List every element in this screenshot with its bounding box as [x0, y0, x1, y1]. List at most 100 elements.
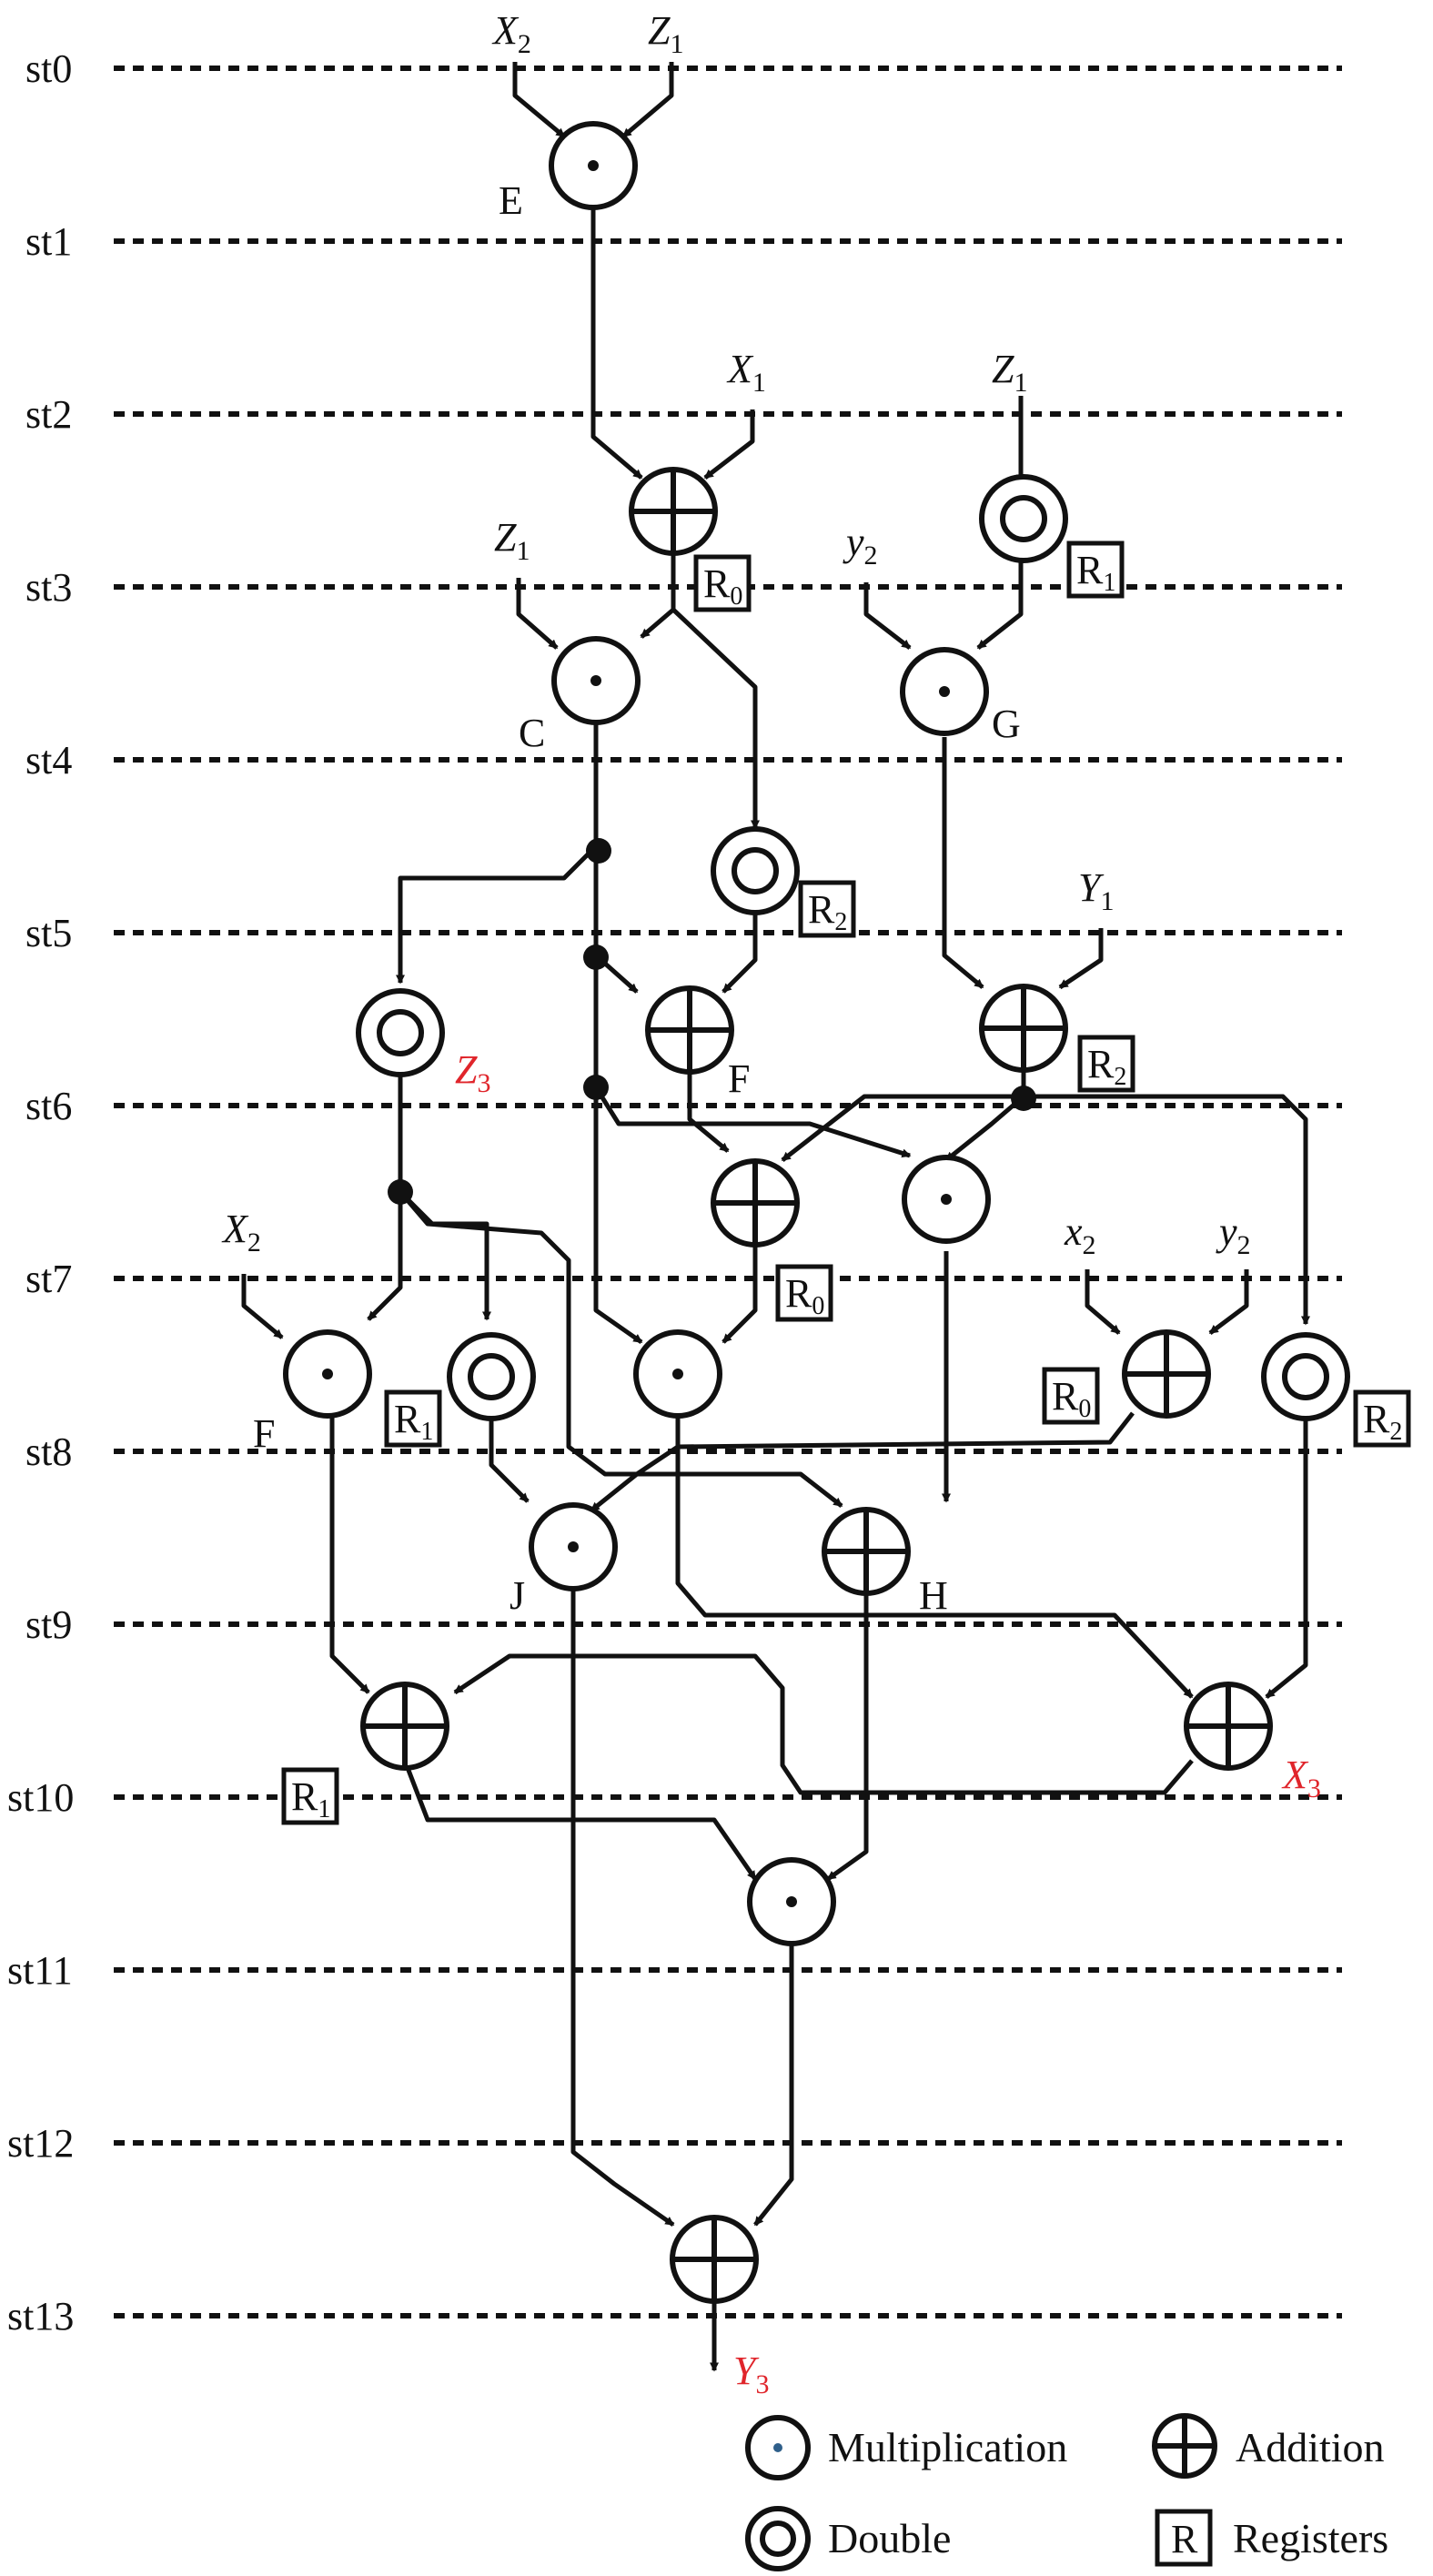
- node-label: G: [992, 702, 1021, 746]
- node-j: J: [510, 1502, 618, 1618]
- node-h: H: [822, 1507, 948, 1618]
- register-icon: [1155, 2509, 1213, 2567]
- legend: Multiplication Addition Double R Registe…: [745, 2413, 1388, 2571]
- node-label: F: [253, 1411, 275, 1456]
- step-label-st4: st4: [25, 738, 72, 783]
- wire: [722, 914, 758, 994]
- wire: [1058, 928, 1104, 990]
- legend-multiplication: Multiplication: [745, 2415, 1067, 2480]
- wire: [944, 1065, 1026, 1162]
- input-label-X2: X2: [221, 1207, 261, 1258]
- node-mul2: [902, 1155, 991, 1244]
- step-label-st0: st0: [25, 46, 72, 91]
- node-dbl2: R2: [711, 826, 856, 938]
- step-label-st8: st8: [25, 1429, 72, 1474]
- wire: [675, 1412, 1194, 1699]
- junction-dots: [388, 838, 1036, 1205]
- input-label-Z1: Z1: [494, 515, 530, 566]
- node-add1: R0: [629, 467, 752, 612]
- legend-registers: R Registers: [1155, 2509, 1388, 2567]
- input-label-x2: x2: [1064, 1209, 1096, 1260]
- wire: [399, 1190, 491, 1321]
- wire: [367, 1072, 403, 1321]
- node-f2: F: [253, 1329, 372, 1456]
- register-label: R0: [785, 1271, 824, 1320]
- node-add5: R1: [281, 1682, 449, 1825]
- data-wires: [241, 62, 1310, 2372]
- multiplication-dot: [939, 686, 950, 697]
- legend-register-symbol: R: [1171, 2517, 1198, 2561]
- junction-dot: [586, 838, 611, 864]
- wire: [687, 1065, 730, 1153]
- wire: [826, 1588, 869, 1882]
- step-label-st10: st10: [7, 1775, 74, 1820]
- register-box: [775, 1264, 833, 1322]
- register-box: [1077, 1035, 1135, 1093]
- register-label: R1: [291, 1774, 330, 1823]
- node-add6: [670, 2215, 759, 2304]
- register-box: [1066, 540, 1125, 599]
- double-icon: [745, 2506, 811, 2571]
- node-label: H: [919, 1573, 948, 1618]
- register-label: R0: [1052, 1374, 1091, 1423]
- wire: [781, 1094, 1024, 1162]
- step-label-st6: st6: [25, 1084, 72, 1128]
- register-box: [281, 1767, 339, 1825]
- wire: [402, 1760, 758, 1881]
- wire: [593, 1086, 912, 1158]
- legend-double: Double: [745, 2506, 951, 2571]
- node-g: G: [900, 647, 1021, 746]
- register-box: [693, 554, 752, 612]
- wire: [593, 717, 643, 1345]
- multiplication-dot: [672, 1369, 683, 1379]
- output-label: Y3: [733, 2349, 769, 2399]
- multiplication-dot: [568, 1541, 579, 1552]
- node-e: E: [499, 121, 638, 223]
- multiplication-dot: [322, 1369, 333, 1379]
- wire: [396, 844, 598, 985]
- wire: [703, 409, 755, 480]
- step-label-st2: st2: [25, 392, 72, 437]
- wire: [570, 1583, 675, 2227]
- junction-dot: [583, 945, 609, 970]
- wire: [640, 546, 676, 639]
- step-label-st3: st3: [25, 565, 72, 610]
- junction-dot: [388, 1179, 413, 1205]
- legend-addition-label: Addition: [1236, 2424, 1385, 2470]
- wire: [1265, 1406, 1308, 1699]
- wire: [942, 737, 984, 989]
- step-label-st7: st7: [25, 1257, 72, 1301]
- step-label-st1: st1: [25, 219, 72, 264]
- legend-double-label: Double: [828, 2515, 951, 2561]
- multiplication-dot: [786, 1896, 797, 1907]
- register-label: R1: [1076, 548, 1115, 597]
- wire: [671, 608, 760, 830]
- step-label-st12: st12: [7, 2121, 74, 2166]
- double-node: [356, 988, 445, 1077]
- node-label: E: [499, 178, 523, 223]
- junction-dot: [583, 1075, 609, 1100]
- node-label: Z3: [455, 1047, 490, 1098]
- input-label-Z1: Z1: [992, 347, 1027, 398]
- junction-dot: [1011, 1086, 1036, 1111]
- step-label-st11: st11: [7, 1948, 73, 1993]
- wire: [512, 62, 566, 138]
- node-label: X3: [1281, 1753, 1321, 1803]
- register-box: [1042, 1367, 1100, 1425]
- wire: [241, 1274, 284, 1339]
- register-label: R2: [808, 887, 847, 936]
- node-f1: F: [645, 985, 750, 1101]
- input-label-y2: y2: [843, 520, 878, 571]
- wire: [453, 1653, 1194, 1795]
- register-box: [1353, 1389, 1411, 1448]
- legend-registers-label: Registers: [1233, 2515, 1388, 2561]
- double-node: [979, 474, 1068, 563]
- multiplication-dot: [590, 675, 601, 686]
- input-label-Y1: Y1: [1078, 865, 1114, 916]
- register-label: R2: [1363, 1397, 1402, 1446]
- node-add2: R2: [979, 984, 1135, 1093]
- node-dblz3: Z3: [356, 988, 490, 1098]
- legend-addition: Addition: [1152, 2413, 1385, 2479]
